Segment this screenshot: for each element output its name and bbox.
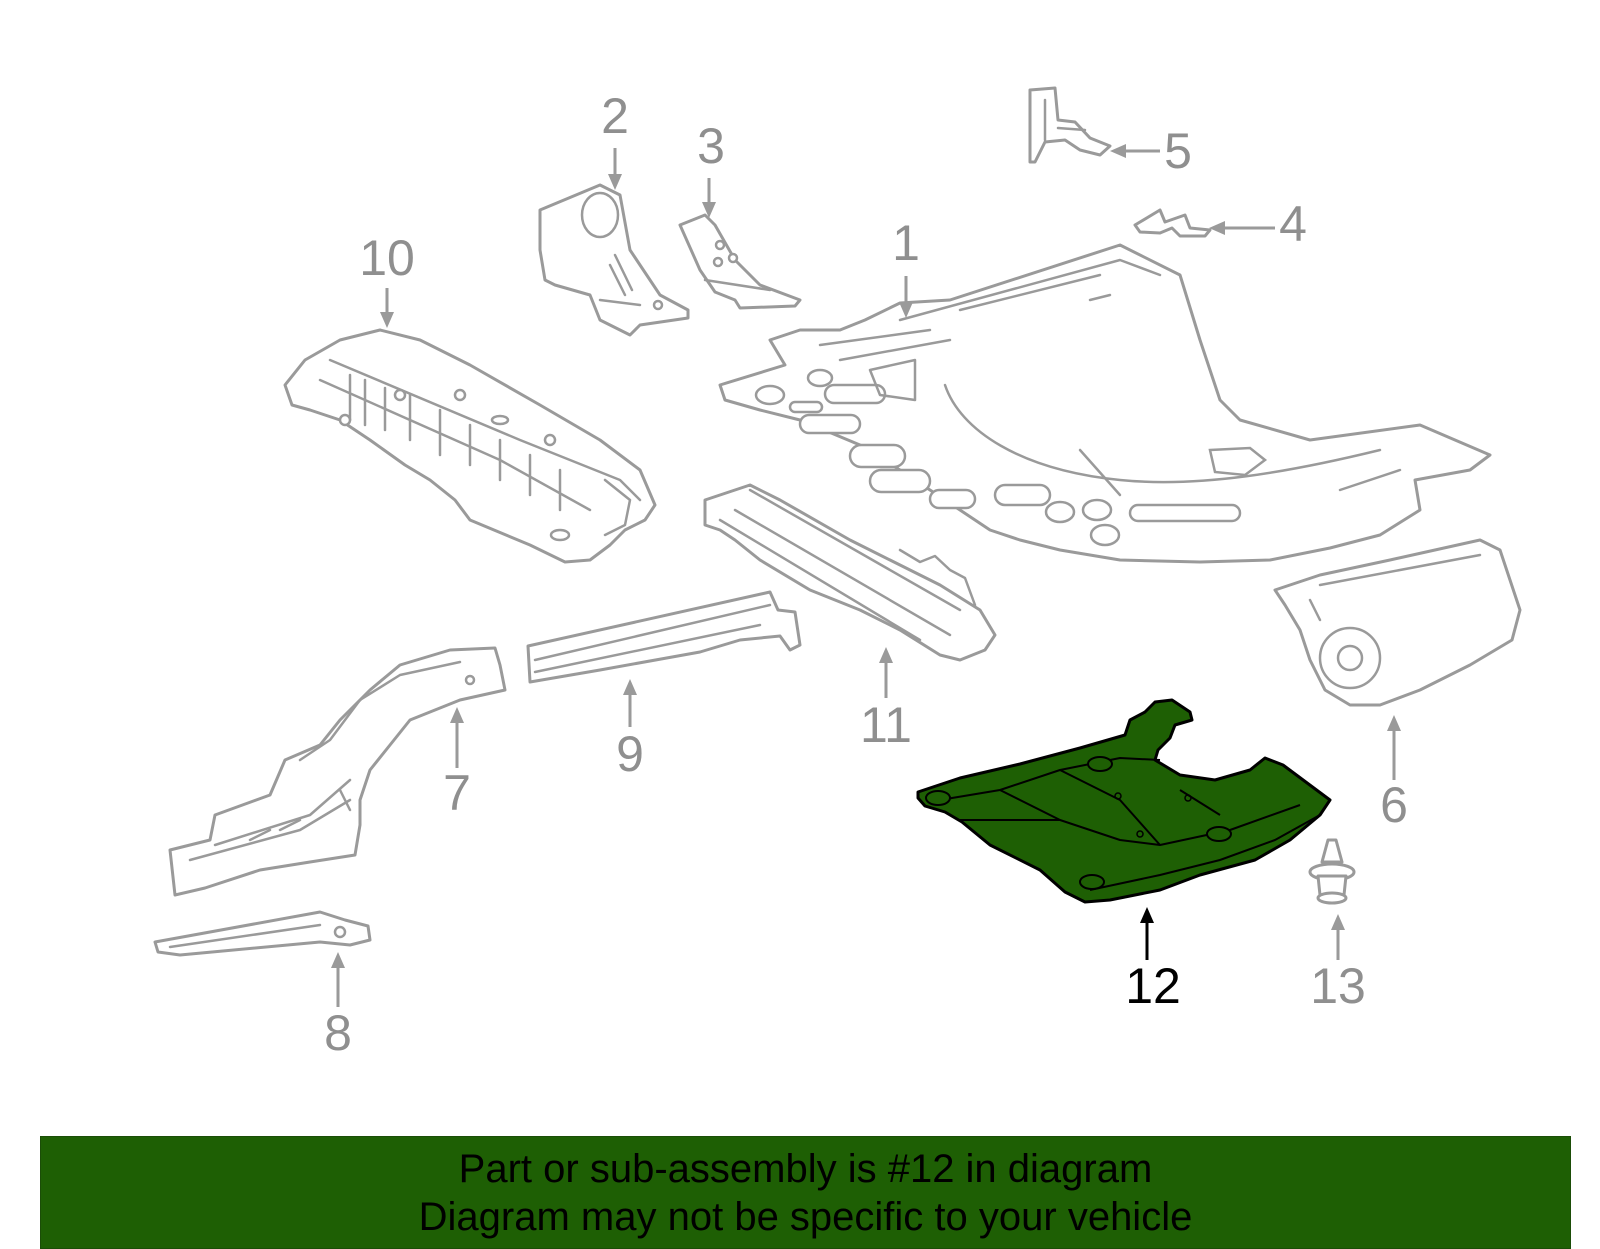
- callout-13: 13: [1310, 958, 1366, 1014]
- mount-hole-3: [1206, 826, 1232, 842]
- part-3-bracket[interactable]: [678, 213, 802, 310]
- part-2-shock-tower[interactable]: [538, 183, 690, 337]
- mount-hole-1: [925, 790, 951, 806]
- leader-lines: [331, 144, 1401, 1007]
- callout-2: 2: [601, 88, 629, 144]
- callout-5: 5: [1164, 123, 1192, 179]
- callout-11: 11: [860, 697, 912, 753]
- under-cover-shape[interactable]: [916, 698, 1332, 904]
- callout-7: 7: [443, 765, 471, 821]
- callout-3: 3: [697, 118, 725, 174]
- part-1-frame[interactable]: [718, 243, 1492, 564]
- part-4-bracket[interactable]: [1133, 208, 1212, 238]
- banner-line-disclaimer: Diagram may not be specific to your vehi…: [418, 1194, 1193, 1239]
- part-5-bracket[interactable]: [1028, 86, 1112, 164]
- callout-10: 10: [359, 230, 415, 286]
- callout-6: 6: [1380, 777, 1408, 833]
- callout-9: 9: [616, 726, 644, 782]
- callout-8: 8: [324, 1005, 352, 1061]
- mount-hole-2: [1087, 756, 1113, 772]
- part-7-side-member[interactable]: [168, 646, 507, 897]
- part-12-under-cover[interactable]: [916, 698, 1332, 904]
- part-11-crossmember[interactable]: [703, 483, 997, 662]
- info-banner: Part or sub-assembly is #12 in diagram D…: [40, 1136, 1571, 1249]
- part-6-mount[interactable]: [1273, 538, 1522, 707]
- callout-4: 4: [1279, 196, 1307, 252]
- banner-line-part: Part or sub-assembly is #12 in diagram: [458, 1146, 1153, 1191]
- callout-12: 12: [1125, 958, 1181, 1014]
- part-10-cowl-panel[interactable]: [283, 328, 657, 564]
- part-8-reinforcement[interactable]: [153, 910, 372, 957]
- part-9-rail[interactable]: [526, 590, 802, 684]
- callout-labels: 1 2 3 4 5 6 7 8 9 10 11 12 13: [324, 88, 1408, 1061]
- mount-hole-4: [1079, 874, 1105, 890]
- part-13-clip[interactable]: [1308, 838, 1356, 905]
- callout-1: 1: [892, 215, 920, 271]
